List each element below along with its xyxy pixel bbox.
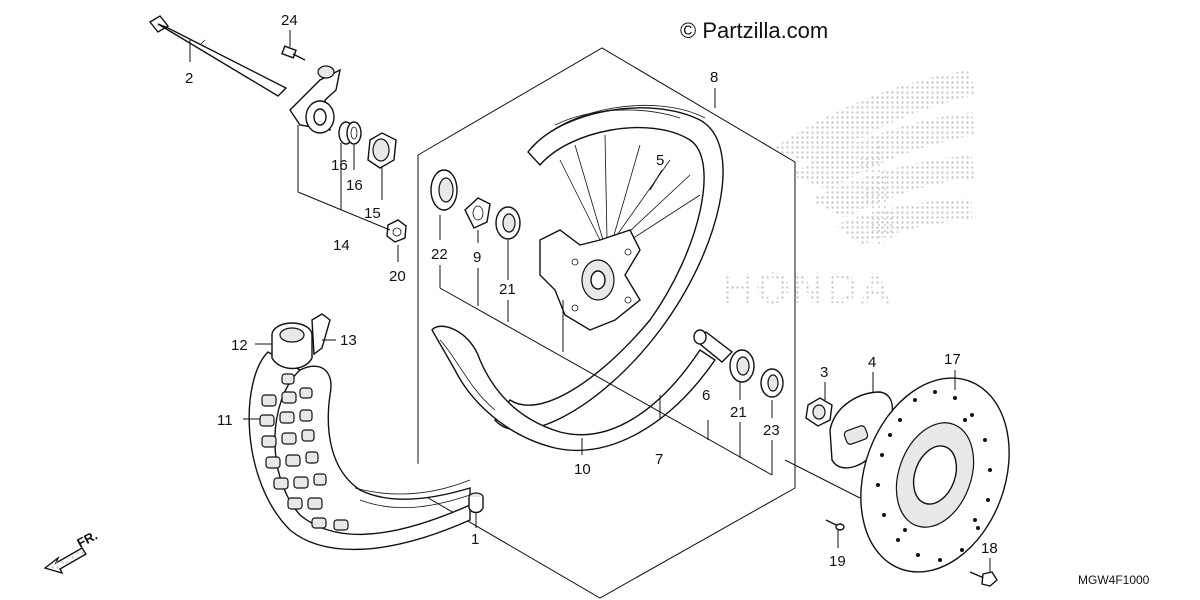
honda-watermark-text: HONDA <box>722 264 893 313</box>
washers-16 <box>338 121 362 145</box>
callout-15: 15 <box>364 205 381 222</box>
collar-3 <box>805 397 833 427</box>
rim-lower-section <box>431 325 716 452</box>
callout-22: 22 <box>431 246 448 263</box>
callout-7: 7 <box>655 451 663 468</box>
front-hub <box>539 229 641 331</box>
callout-21a: 21 <box>499 281 516 298</box>
callout-3: 3 <box>820 364 828 381</box>
callout-23: 23 <box>763 422 780 439</box>
callout-6: 6 <box>702 387 710 404</box>
callout-21b: 21 <box>730 404 747 421</box>
tire-tread <box>259 373 349 531</box>
callout-24: 24 <box>281 12 298 29</box>
inner-tube-12 <box>271 322 313 370</box>
bearing-21-right <box>729 349 755 383</box>
front-direction-arrow: FR. <box>43 528 100 575</box>
callout-11: 11 <box>217 412 233 429</box>
speedometer-gearbox <box>289 65 341 134</box>
bolt-18 <box>969 571 998 587</box>
callout-16b: 16 <box>346 177 363 194</box>
dust-seal-23 <box>760 368 784 398</box>
bearing-21-left <box>495 206 521 240</box>
distance-collar-6 <box>693 329 734 363</box>
callout-16a: 16 <box>331 157 348 174</box>
callout-labels: 24 2 16 16 15 14 20 8 5 22 9 21 12 13 11… <box>185 12 998 570</box>
callout-14: 14 <box>333 237 350 254</box>
brake-disc-17 <box>860 377 1010 573</box>
front-axle <box>148 15 288 97</box>
bolt-19 <box>825 519 845 531</box>
honda-wing-watermark <box>770 70 975 250</box>
front-tire-11 <box>248 351 471 551</box>
callout-20: 20 <box>389 268 406 285</box>
callout-19: 19 <box>829 553 846 570</box>
copyright-text: © Partzilla.com <box>680 18 828 43</box>
callout-13: 13 <box>340 332 357 349</box>
callout-1: 1 <box>471 531 479 548</box>
brake-disc-holes <box>876 390 992 562</box>
callout-8: 8 <box>710 69 718 86</box>
callout-18: 18 <box>981 540 998 557</box>
callout-10: 10 <box>574 461 591 478</box>
retainer-15 <box>367 132 397 169</box>
callout-12: 12 <box>231 337 248 354</box>
callout-5: 5 <box>656 152 664 169</box>
front-indicator-label: FR. <box>74 528 100 551</box>
callout-4: 4 <box>868 354 876 371</box>
callout-17: 17 <box>944 351 961 368</box>
nut-20 <box>386 219 407 243</box>
diagram-code: MGW4F1000 <box>1078 573 1150 587</box>
callout-2: 2 <box>185 70 193 87</box>
dust-seal-22 <box>430 169 458 211</box>
leader-lines <box>189 30 991 572</box>
valve-cap-1 <box>468 492 484 514</box>
spacer-9 <box>464 197 491 229</box>
callout-9: 9 <box>473 249 481 266</box>
front-rim <box>494 104 724 431</box>
bolt-24 <box>281 45 306 61</box>
rim-band-13 <box>311 313 331 356</box>
